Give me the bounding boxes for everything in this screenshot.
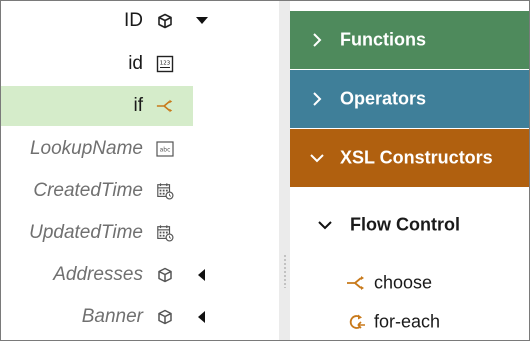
loop-icon [346, 313, 366, 331]
tree-row-CreatedTime[interactable]: CreatedTime [1, 171, 279, 211]
tree-row-label: Addresses [53, 264, 143, 285]
number-field-icon: 123 [156, 55, 174, 73]
branch-icon [346, 274, 366, 292]
chevron-right-icon [313, 92, 322, 106]
tree-row-UpdatedTime[interactable]: UpdatedTime [1, 213, 279, 253]
tree-row-label: id [128, 53, 143, 74]
subsection-title: Flow Control [350, 214, 460, 235]
tree-row-label: if [133, 95, 144, 116]
svg-text:123: 123 [160, 61, 171, 67]
text-field-icon: abc [156, 140, 174, 158]
tree-row-Banner[interactable]: Banner [1, 297, 279, 337]
branch-icon [156, 97, 174, 115]
source-tree-panel: ID id 123 if LookupName abc CreatedTime … [1, 1, 279, 340]
tree-row-label: LookupName [29, 138, 143, 159]
splitter-grip-handle[interactable] [283, 254, 287, 288]
tree-row-if[interactable]: if [1, 86, 279, 126]
caret-left-icon[interactable] [196, 268, 208, 282]
caret-down-icon[interactable] [196, 14, 208, 28]
section-title: Functions [340, 29, 426, 50]
caret-left-icon[interactable] [196, 310, 208, 324]
calendar-clock-icon [156, 224, 174, 242]
palette-item-for-each[interactable]: for-each [290, 305, 529, 339]
palette-item-label: for-each [374, 311, 441, 332]
chevron-right-icon [313, 33, 322, 47]
palette-item-choose[interactable]: choose [290, 266, 529, 300]
panel-splitter[interactable] [279, 1, 290, 340]
cube-icon [156, 266, 174, 284]
calendar-clock-icon [156, 182, 174, 200]
cube-icon [156, 12, 174, 30]
tree-row-label: UpdatedTime [29, 222, 143, 243]
cube-icon [156, 308, 174, 326]
section-title: XSL Constructors [340, 147, 493, 168]
subsection-flow-control[interactable]: Flow Control [290, 207, 529, 243]
tree-row-ID[interactable]: ID [1, 1, 279, 41]
tree-row-label: ID [124, 10, 143, 31]
section-title: Operators [340, 88, 427, 109]
section-functions[interactable]: Functions [290, 11, 529, 69]
chevron-down-icon [318, 221, 332, 230]
components-palette: Functions Operators XSL Constructors Flo… [290, 1, 529, 340]
tree-row-label: CreatedTime [33, 180, 143, 201]
chevron-down-icon [310, 154, 324, 163]
section-operators[interactable]: Operators [290, 70, 529, 128]
tree-row-id[interactable]: id 123 [1, 44, 279, 84]
section-xsl-constructors[interactable]: XSL Constructors [290, 129, 529, 187]
tree-row-LookupName[interactable]: LookupName abc [1, 129, 279, 169]
tree-row-label: Banner [81, 306, 143, 327]
tree-row-Addresses[interactable]: Addresses [1, 255, 279, 295]
palette-item-label: choose [374, 272, 433, 293]
svg-text:abc: abc [160, 147, 171, 154]
